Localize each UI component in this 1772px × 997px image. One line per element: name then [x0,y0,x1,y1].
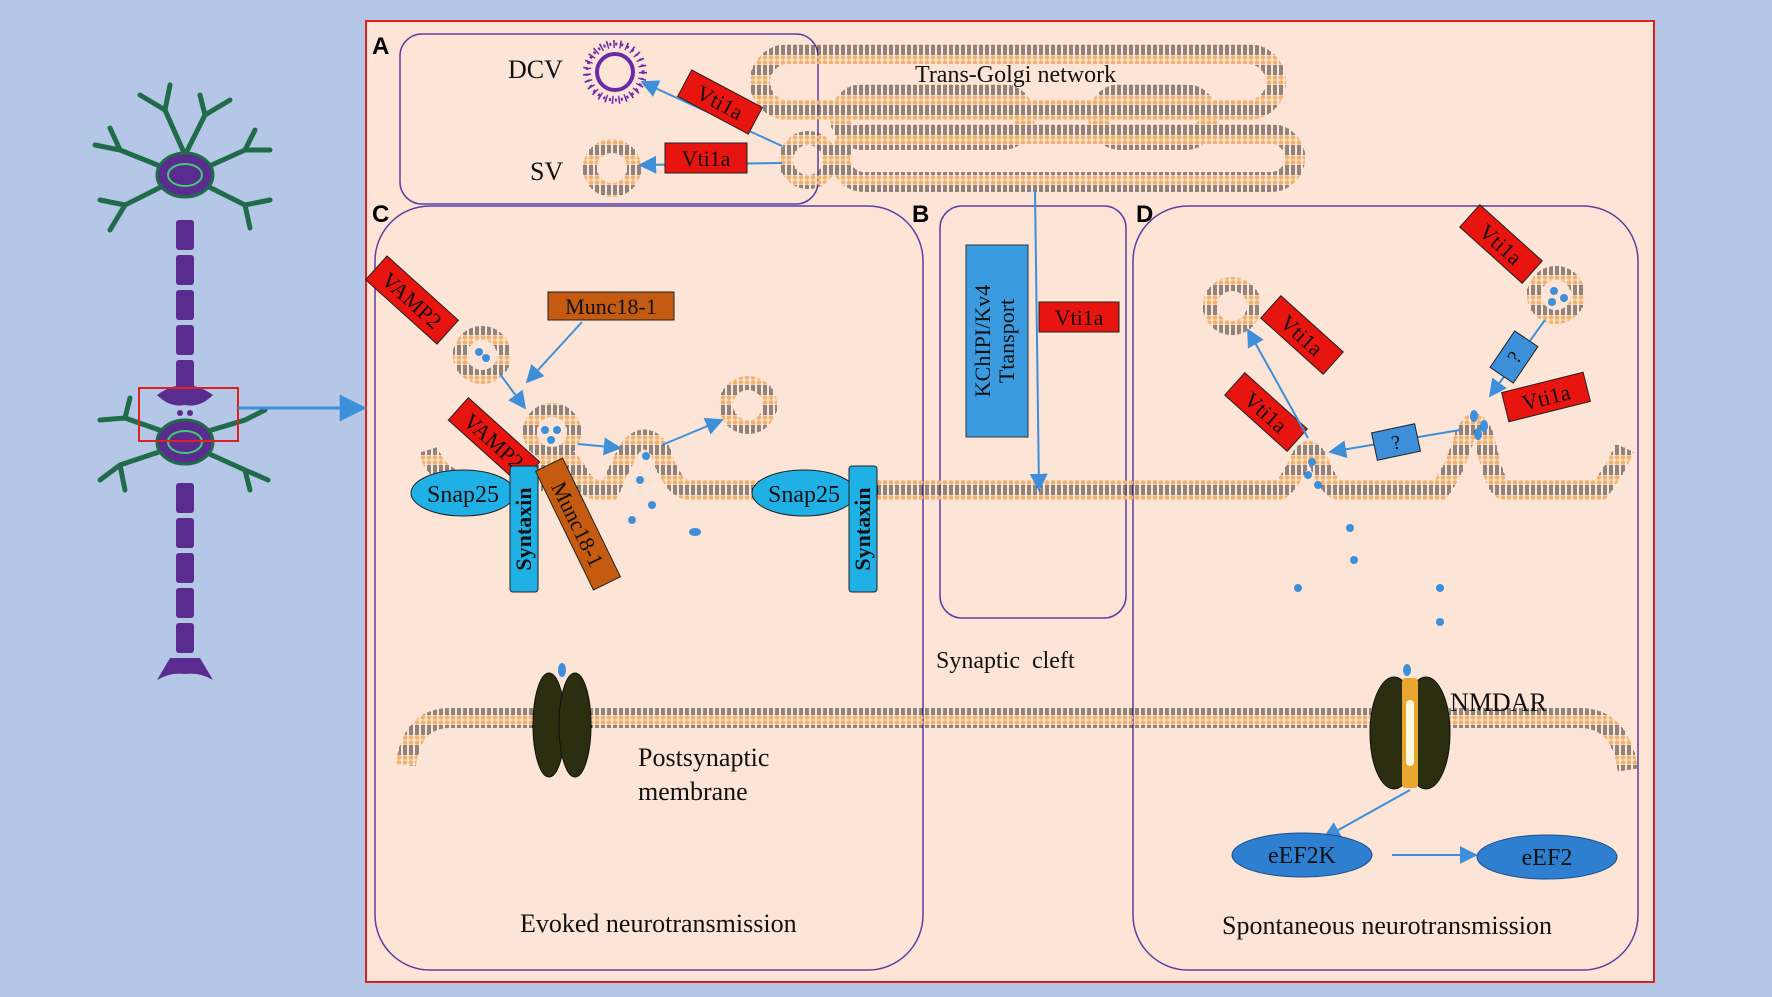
panel-d-box [1132,205,1639,971]
eef2-label: eEF2 [1522,845,1573,871]
trans-golgi-network [750,44,1305,192]
svg-text:Vti1a: Vti1a [682,146,731,171]
eef2-ellipse [1476,834,1618,880]
nmdar-label: NMDAR [1450,688,1547,717]
released-transmitter-d [1294,410,1488,676]
snap25-label-1: Snap25 [427,482,499,508]
vti1a-tag-b: Vti1a [1038,301,1120,333]
sv-label: SV [530,157,563,186]
panel-label-d: D [1136,201,1153,228]
panel-label-a: A [372,33,389,60]
munc18-tag-top: Munc18-1 [547,291,675,321]
postsynaptic-membrane [396,708,1638,772]
vti1a-tag-a2: Vti1a [664,142,748,174]
syntaxin-bar-2 [848,465,878,593]
vesicle-d-right-content [1548,287,1568,306]
panel-c-box [374,205,924,971]
recycled-vesicle [719,376,777,434]
munc18-arrow [525,321,583,384]
transport-label: Ttansport [994,299,1019,383]
svg-text:Vti1a: Vti1a [1055,305,1104,330]
dense-core-vesicle [583,40,647,104]
pit-to-left-vesicle-arrow [1247,328,1309,439]
postsynaptic-receptor-c [532,663,592,778]
eef2k-ellipse [1231,832,1373,878]
vesicle-content-2 [541,426,561,444]
recycle-arrow [661,417,724,446]
nmdar-receptor [1369,676,1451,790]
vesicle-docking-1 [453,326,511,384]
synaptic-cleft-label: Synaptic cleft [936,648,1075,674]
vamp2-vesicle-arrow [499,373,527,410]
panel-label-b: B [912,201,929,228]
svg-text:Munc18-1: Munc18-1 [565,294,657,319]
neuron-illustration [92,82,273,680]
synaptic-vesicle [583,139,641,197]
syntaxin-label-2: Syntaxin [850,487,875,570]
vesicle-d-left [1203,277,1261,335]
eef2k-label: eEF2K [1268,843,1337,869]
golgi-to-membrane-arrow [1029,189,1048,492]
postsynaptic-label-1: Postsynaptic [638,743,769,772]
postsynaptic-label-2: membrane [638,777,748,806]
unknown-factor-1: ? [1489,330,1539,384]
evoked-label: Evoked neurotransmission [520,909,797,938]
zoom-selection-box [138,387,239,442]
budding-vesicle [779,131,837,189]
panel-label-c: C [372,201,389,228]
unknown-factor-2: ? [1370,423,1422,461]
spontaneous-label: Spontaneous neurotransmission [1222,911,1552,940]
kchip-transport-box [965,244,1029,438]
vesicle-docking-2 [523,403,581,461]
axon-segments [176,220,194,390]
kchip-label: KChIPI/Kv4 [970,285,995,397]
vesicle-content-1 [475,348,490,362]
syntaxin-bar-1 [509,465,539,593]
dcv-label: DCV [508,55,563,84]
fusion-arrow [577,437,622,456]
nmdar-to-eef2k-arrow [1322,789,1411,839]
released-transmitter-c [628,452,701,536]
panel-b-box [939,205,1127,619]
syntaxin-label-1: Syntaxin [511,487,536,570]
vesicle-d-right [1527,266,1585,324]
tgn-label: Trans-Golgi network [915,62,1116,88]
snap25-label-2: Snap25 [768,482,840,508]
